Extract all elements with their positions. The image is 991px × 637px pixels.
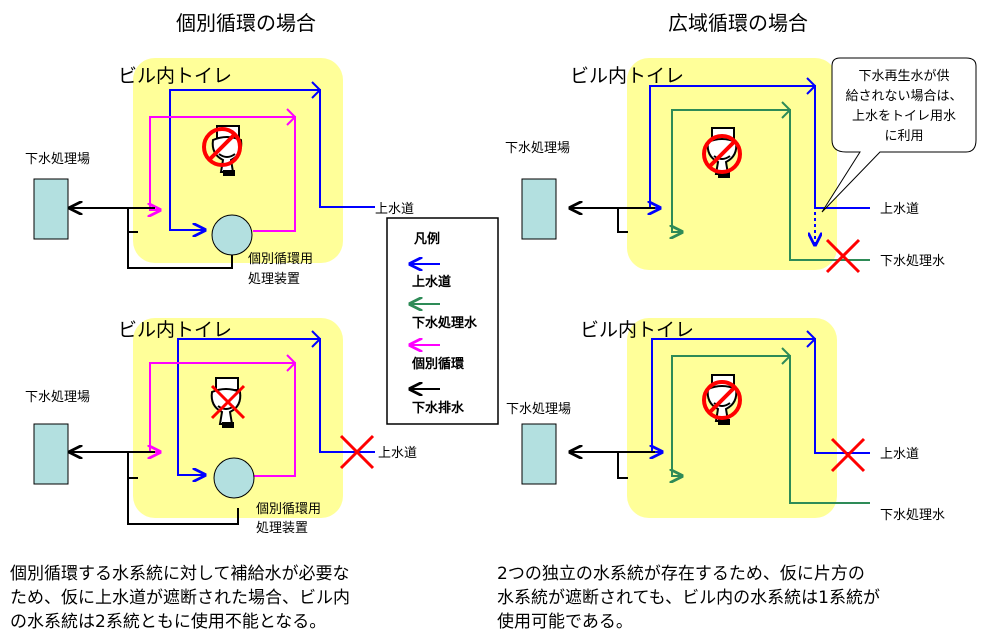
plant-label: 下水処理場 xyxy=(25,390,90,405)
city-water-line xyxy=(177,338,375,475)
title-left: 個別循環の場合 xyxy=(176,11,316,35)
treated-water-label: 下水処理水 xyxy=(880,508,945,523)
building-area xyxy=(627,318,837,518)
callout-bubble xyxy=(821,57,977,213)
device-label-2: 処理装置 xyxy=(256,521,308,536)
treatment-plant xyxy=(33,423,69,485)
city-water-label: 上水道 xyxy=(880,202,919,217)
legend-item-loop: 個別循環 xyxy=(411,356,465,372)
city-water-line xyxy=(169,89,375,230)
legend-item-city-water: 上水道 xyxy=(412,274,451,290)
building-area xyxy=(627,58,837,270)
city-water-label: 上水道 xyxy=(378,446,417,461)
building-area xyxy=(133,58,343,263)
legend-title: 凡例 xyxy=(414,231,440,247)
panel-wide-cut: ビル内トイレ 下水処理場 上水道 下水処理水 xyxy=(506,318,945,523)
device-label-2: 処理装置 xyxy=(248,272,300,287)
building-label: ビル内トイレ xyxy=(118,319,232,341)
building-label: ビル内トイレ xyxy=(118,65,232,87)
callout-line-3: 上水をトイレ用水 xyxy=(852,109,956,124)
building-label: ビル内トイレ xyxy=(580,319,694,341)
panel-wide-normal: ビル内トイレ 下水処理場 上水道 下水処理水 下水再生水が供 給されない場合は、… xyxy=(505,57,977,274)
panel-individual-normal: ビル内トイレ 下水処理場 上水道 個別循環用 処理装置 xyxy=(25,58,414,287)
plant-label: 下水処理場 xyxy=(506,402,571,417)
legend-item-drain: 下水排水 xyxy=(412,400,465,416)
device-label-1: 個別循環用 xyxy=(256,502,321,517)
treated-water-line xyxy=(672,109,870,261)
caption-left-line-1: 個別循環する水系統に対して補給水が必要な xyxy=(10,564,350,584)
treatment-plant xyxy=(521,423,557,485)
treatment-device xyxy=(213,457,255,499)
treatment-device xyxy=(211,214,253,256)
building-label: ビル内トイレ xyxy=(570,65,684,87)
treated-water-label: 下水処理水 xyxy=(880,254,945,269)
treatment-plant xyxy=(33,178,69,240)
caption-left-line-2: ため、仮に上水道が遮断された場合、ビル内 xyxy=(10,588,350,608)
caption-right-line-3: 使用可能である。 xyxy=(497,611,633,632)
legend-box xyxy=(386,217,499,425)
caption-left-line-3: の水系統は2系統ともに使用不能となる。 xyxy=(10,611,326,632)
panel-individual-cut: ビル内トイレ 下水処理場 上水道 個別循環用 処理装置 xyxy=(25,318,417,536)
caption-right-line-1: 2つの独立の水系統が存在するため、仮に片方の xyxy=(497,564,865,584)
city-water-label: 上水道 xyxy=(880,447,919,462)
treatment-plant xyxy=(521,178,557,240)
title-right: 広域循環の場合 xyxy=(668,11,808,35)
treated-water-line xyxy=(672,355,870,504)
city-water-label: 上水道 xyxy=(375,202,414,217)
callout-line-2: 給されない場合は、 xyxy=(845,89,962,104)
plant-label: 下水処理場 xyxy=(25,152,90,167)
legend: 凡例 上水道 下水処理水 個別循環 下水排水 xyxy=(386,217,499,425)
loop-line xyxy=(150,116,296,232)
caption-right-line-2: 水系統が遮断されても、ビル内の水系統は1系統が xyxy=(497,588,880,608)
device-label-1: 個別循環用 xyxy=(248,252,313,267)
callout-line-4: に利用 xyxy=(884,129,923,144)
legend-item-treated-water: 下水処理水 xyxy=(412,315,478,331)
callout-line-1: 下水再生水が供 xyxy=(858,69,949,84)
plant-label: 下水処理場 xyxy=(505,141,570,156)
